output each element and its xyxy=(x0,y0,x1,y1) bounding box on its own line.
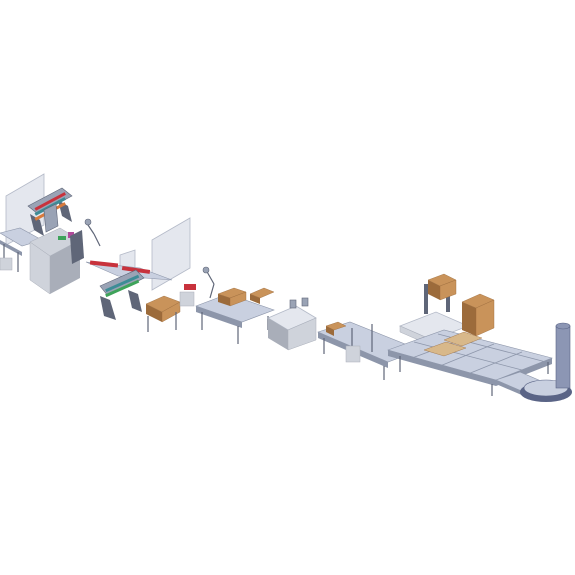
label-applicator xyxy=(345,324,373,363)
palletizer-robot xyxy=(398,273,470,347)
control-cabinet xyxy=(29,227,84,295)
robot-arm-1 xyxy=(84,218,101,247)
carton-forming-station xyxy=(145,284,196,332)
accent-stripe-teal xyxy=(34,197,66,216)
carton-small-2 xyxy=(249,287,275,304)
accent-stripe-red xyxy=(34,192,66,211)
stretch-wrapper xyxy=(520,322,572,402)
accent-green-light xyxy=(58,236,66,240)
accent-stripe-teal-2 xyxy=(105,274,140,293)
inspection-station xyxy=(267,297,317,351)
carton-small-3 xyxy=(325,321,347,336)
accent-red-block xyxy=(184,284,196,290)
red-rail-1 xyxy=(89,260,119,268)
roller-conveyor-mid xyxy=(195,293,275,344)
carton-stack xyxy=(461,293,495,337)
accent-magenta-light xyxy=(68,232,74,238)
robot-arm-2 xyxy=(202,266,215,299)
accent-stripe-green-2 xyxy=(105,279,140,298)
erector-machine-2 xyxy=(85,260,173,320)
carton-small-1 xyxy=(217,287,247,307)
erector-machine-1 xyxy=(27,187,73,236)
